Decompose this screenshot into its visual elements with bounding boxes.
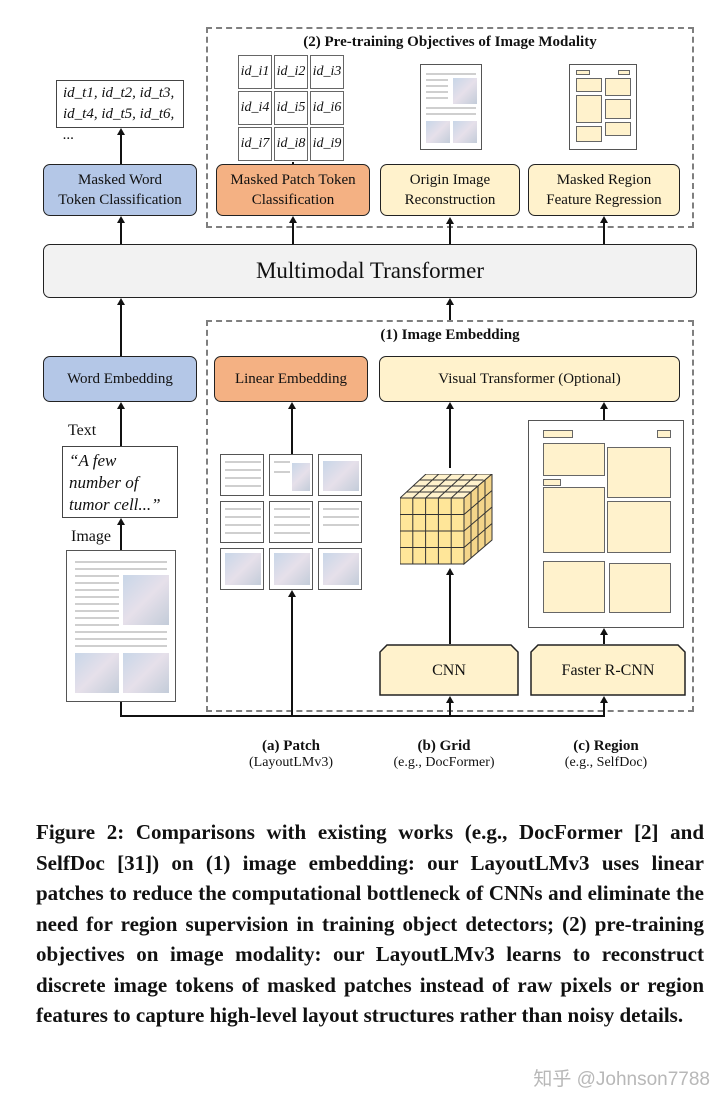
image-embedding-title: (1) Image Embedding — [380, 327, 520, 343]
text-quote: “A few number of tumor cell...” — [69, 451, 161, 514]
faster-rcnn-label: Faster R-CNN — [561, 662, 655, 679]
arrow-grid-to-vt — [449, 408, 451, 468]
arrow-image-to-transformer — [449, 304, 451, 320]
arrow-cnn-to-grid — [449, 574, 451, 644]
masked-word-token-classification: Masked Word Token Classification — [43, 164, 197, 216]
figure-caption: Figure 2: Comparisons with existing work… — [36, 820, 704, 1027]
arrow-rcnn-to-region — [603, 634, 605, 644]
faster-rcnn-shape — [530, 644, 686, 696]
patch-id: id_i4 — [238, 91, 272, 125]
arrowhead — [117, 402, 125, 409]
arrow-to-masked-patch — [292, 222, 294, 244]
patch-id: id_i7 — [238, 127, 272, 161]
arrow-text-to-word — [120, 408, 122, 446]
multimodal-transformer: Multimodal Transformer — [43, 244, 697, 298]
linear-embedding: Linear Embedding — [214, 356, 368, 402]
word-embedding: Word Embedding — [43, 356, 197, 402]
arrowhead — [446, 568, 454, 575]
column-label-grid: (b) Grid (e.g., DocFormer) — [374, 738, 514, 771]
arrowhead — [446, 298, 454, 305]
column-title: (b) Grid — [417, 738, 471, 754]
patch-id-grid: id_i1 id_i2 id_i3 id_i4 id_i5 id_i6 id_i… — [238, 55, 344, 161]
input-document-image — [66, 550, 176, 702]
connector-to-cnn — [449, 702, 451, 716]
masked-region-feature-regression: Masked Region Feature Regression — [528, 164, 680, 216]
arrowhead — [446, 402, 454, 409]
column-sub: (e.g., DocFormer) — [393, 755, 495, 770]
arrow-patch-ids — [292, 162, 294, 164]
connector-image-down — [120, 702, 122, 716]
arrowhead — [446, 217, 454, 224]
arrowhead — [117, 298, 125, 305]
arrowhead — [289, 216, 297, 223]
arrowhead — [117, 518, 125, 525]
column-title: (c) Region — [573, 738, 639, 754]
watermark: 知乎 @Johnson7788 — [533, 1069, 710, 1090]
arrowhead — [446, 696, 454, 703]
arrowhead — [117, 216, 125, 223]
arrow-to-masked-word — [120, 222, 122, 244]
text-quote-box: “A few number of tumor cell...” — [62, 446, 178, 518]
text-id-line-2: id_t4, id_t5, id_t6, ... — [63, 106, 175, 143]
arrow-to-origin-image — [449, 224, 451, 244]
cnn-label: CNN — [432, 662, 466, 679]
arrow-bottom-to-patches — [291, 596, 293, 716]
arrow-patches-to-linear — [291, 408, 293, 454]
arrowhead — [117, 128, 125, 135]
column-title: (a) Patch — [262, 738, 320, 754]
region-layout-thumbnail — [569, 64, 637, 150]
patch-id: id_i9 — [310, 127, 344, 161]
origin-document-thumbnail — [420, 64, 482, 150]
column-sub: (LayoutLMv3) — [249, 755, 333, 770]
arrow-region-to-vt — [603, 408, 605, 420]
image-label: Image — [71, 528, 111, 545]
arrow-text-ids — [120, 134, 122, 164]
document-patches — [220, 454, 362, 590]
cnn-shape — [379, 644, 519, 696]
arrow-to-masked-region — [603, 222, 605, 244]
arrowhead — [600, 628, 608, 635]
pretrain-title: (2) Pre-training Objectives of Image Mod… — [303, 34, 597, 50]
patch-id: id_i5 — [274, 91, 308, 125]
patch-id: id_i8 — [274, 127, 308, 161]
column-sub: (e.g., SelfDoc) — [564, 755, 648, 770]
arrowhead — [600, 696, 608, 703]
patch-id: id_i2 — [274, 55, 308, 89]
patch-id: id_i1 — [238, 55, 272, 89]
column-label-region: (c) Region (e.g., SelfDoc) — [536, 738, 676, 771]
arrowhead — [600, 402, 608, 409]
arrowhead — [600, 216, 608, 223]
visual-transformer-optional: Visual Transformer (Optional) — [379, 356, 680, 402]
arrowhead — [288, 590, 296, 597]
connector-horizontal — [120, 715, 605, 717]
patch-id: id_i3 — [310, 55, 344, 89]
arrow-word-to-transformer — [120, 304, 122, 356]
origin-image-reconstruction: Origin Image Reconstruction — [380, 164, 520, 216]
arrowhead — [288, 402, 296, 409]
feature-grid-cube — [400, 474, 493, 566]
text-id-box: id_t1, id_t2, id_t3, id_t4, id_t5, id_t6… — [56, 80, 184, 143]
text-label: Text — [68, 422, 97, 439]
masked-patch-token-classification: Masked Patch Token Classification — [216, 164, 370, 216]
arrow-image-to-text — [120, 524, 122, 550]
text-id-line-1: id_t1, id_t2, id_t3, — [63, 85, 175, 101]
connector-to-rcnn — [603, 702, 605, 716]
column-label-patch: (a) Patch (LayoutLMv3) — [221, 738, 361, 771]
patch-id: id_i6 — [310, 91, 344, 125]
region-proposals — [528, 420, 684, 628]
